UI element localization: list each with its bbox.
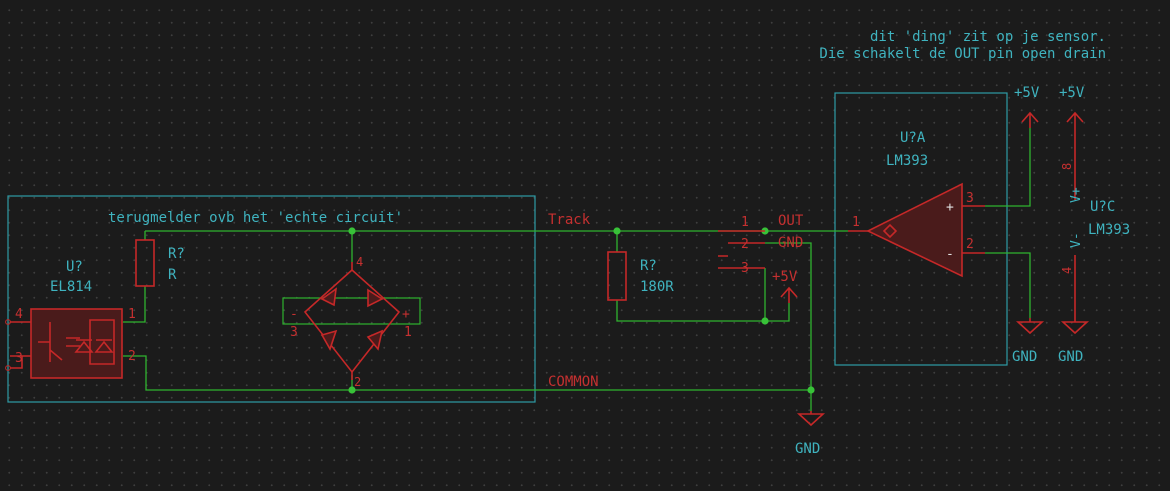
u-a-plus-wire <box>985 128 1031 207</box>
opto-value: EL814 <box>50 279 92 295</box>
common-wire <box>123 355 811 391</box>
plus5v-arrow-1 <box>1021 111 1039 128</box>
gnd-label-right-2: GND <box>1058 349 1083 365</box>
gnd-symbol-right-2 <box>1060 318 1090 335</box>
comparator-a-opendrain-mark <box>882 223 898 239</box>
u-a-minus-wire <box>985 252 1031 318</box>
junctions <box>348 227 815 394</box>
comparator-a-pin-1: 1 <box>852 215 860 230</box>
comparator-c-vminus: V- <box>1069 232 1084 248</box>
bridge-pin-3: 3 <box>290 325 298 340</box>
comparator-u-a[interactable]: 1 3 2 + - U?A LM393 <box>848 130 985 278</box>
comparator-c-pin-4: 4 <box>1060 267 1074 274</box>
comparator-a-value: LM393 <box>886 153 928 169</box>
gnd-symbol-right-1 <box>1015 318 1045 335</box>
sheet-box[interactable] <box>7 195 536 403</box>
opto-pin-3: 3 <box>15 351 23 366</box>
bridge-pin-1: 1 <box>404 325 412 340</box>
opto-light-arrows <box>66 337 80 347</box>
bridge-diode-bl <box>320 329 338 351</box>
comparator-a-pin-2: 2 <box>966 237 974 252</box>
opto-ref: U? <box>66 259 83 275</box>
note-line-2: Die schakelt de OUT pin open drain <box>819 46 1106 62</box>
bridge-rectifier[interactable]: 4 - 3 + 1 2 <box>290 255 412 389</box>
opto-pin3-wire <box>10 356 23 369</box>
comparator-a-ref: U?A <box>900 130 926 146</box>
opto-led-2 <box>94 339 114 353</box>
conn-gnd-wire <box>765 242 812 390</box>
bridge-minus: - <box>290 307 298 322</box>
bridge-pin-2: 2 <box>354 375 361 389</box>
gnd-symbol-bottom <box>796 411 826 427</box>
connector-pin-leads <box>728 230 765 269</box>
comparator-a-plus: + <box>946 200 954 215</box>
bridge-diamond <box>303 262 401 374</box>
net-label-track: Track <box>548 212 591 228</box>
r-bottom-wire <box>123 286 146 323</box>
opto-led-1 <box>74 339 94 353</box>
bridge-diode-tr <box>367 288 384 308</box>
resistor-180r-value: 180R <box>640 279 674 295</box>
bridge-box <box>282 297 421 325</box>
comparator-u-c[interactable]: 8 V+ V- 4 U?C LM393 <box>1060 128 1130 318</box>
sensor-box[interactable] <box>834 92 1008 366</box>
connector-name-out: OUT <box>778 213 804 229</box>
connector-name-5v: +5V <box>772 269 798 285</box>
connector-pin-1: 1 <box>741 215 749 230</box>
note-line-1: dit 'ding' zit op je sensor. <box>870 29 1106 45</box>
gnd-label-bottom: GND <box>795 441 820 457</box>
resistor-r[interactable]: R? R <box>135 239 185 287</box>
comparator-a-input-leads <box>962 205 985 254</box>
connector-pin-3: 3 <box>741 261 749 276</box>
plus5v-label-1: +5V <box>1014 85 1040 101</box>
resistor-180r-ref: R? <box>640 258 657 274</box>
connector[interactable]: 1 2 3 OUT GND +5V <box>718 213 804 303</box>
opto-pin-1: 1 <box>128 307 136 322</box>
comparator-c-value: LM393 <box>1088 222 1130 238</box>
connector-name-gnd: GND <box>778 235 803 251</box>
net-label-common: COMMON <box>548 374 599 390</box>
comparator-c-vplus: V+ <box>1069 187 1084 203</box>
resistor-r-value: R <box>168 267 177 283</box>
optocoupler-el814[interactable]: U? EL814 4 3 1 2 <box>5 259 136 379</box>
comparator-c-pin-8: 8 <box>1060 163 1074 170</box>
wires <box>123 128 1031 411</box>
connector-5v-arrow <box>780 286 798 303</box>
opto-input-pins <box>10 321 31 357</box>
resistor-r-body <box>135 239 155 287</box>
connector-pin-marks <box>718 230 728 269</box>
comparator-a-minus: - <box>946 247 954 262</box>
r180-bottom-wire <box>616 300 790 322</box>
comparator-c-ref: U?C <box>1090 199 1115 215</box>
plus5v-arrow-2 <box>1066 111 1084 128</box>
opto-pin-2: 2 <box>128 349 136 364</box>
bridge-pin-4: 4 <box>356 255 363 269</box>
power-symbols: +5V +5V GND GND GND <box>795 85 1090 457</box>
resistor-180r[interactable]: R? 180R <box>607 251 674 301</box>
resistor-180r-body <box>607 251 627 301</box>
opto-pin-4: 4 <box>15 307 23 322</box>
comparator-a-pin-3: 3 <box>966 191 974 206</box>
bridge-plus: + <box>402 307 410 322</box>
bridge-diode-br <box>366 329 384 351</box>
comparator-a-body <box>866 182 963 278</box>
opto-transistor <box>38 322 63 362</box>
connector-pin-2: 2 <box>741 237 749 252</box>
opto-pin4-hole <box>5 319 11 325</box>
resistor-r-ref: R? <box>168 246 185 262</box>
bridge-diode-tl <box>320 287 338 307</box>
plus5v-label-2: +5V <box>1059 85 1085 101</box>
sheet-title: terugmelder ovb het 'echte circuit' <box>108 210 403 226</box>
gnd-label-right-1: GND <box>1012 349 1037 365</box>
